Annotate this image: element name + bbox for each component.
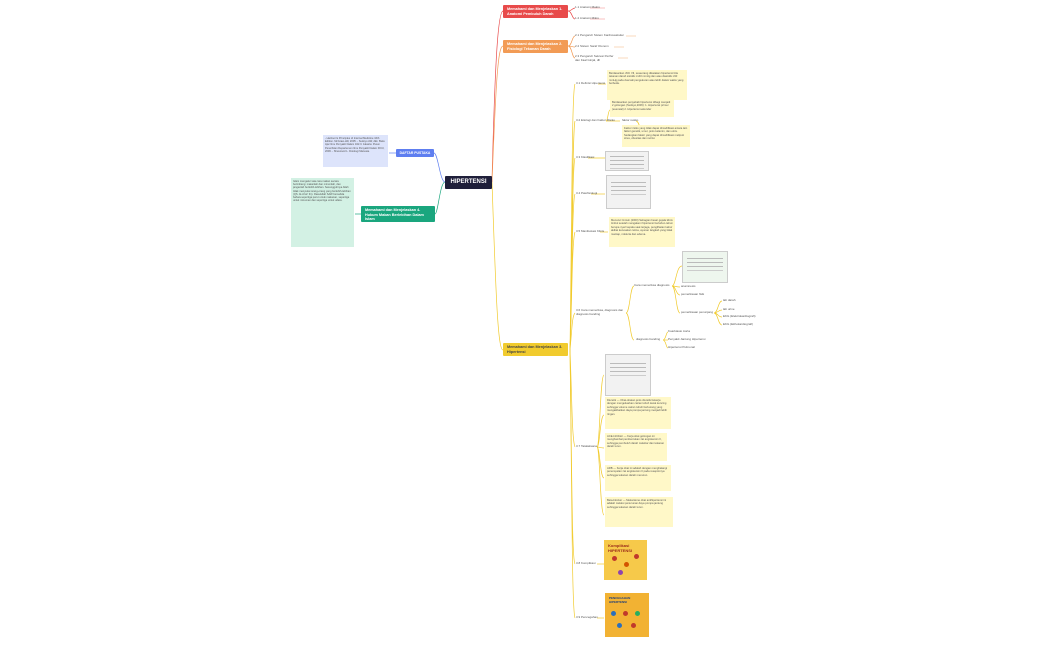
faktor-risiko-note: Faktor risiko yang tidak dapat dimodifik…: [622, 125, 690, 147]
fisiologi-kardiovaskular-node[interactable]: 2.1 Pengaruh Sistem Kardiovaskular: [575, 33, 624, 37]
tatalaksana-node[interactable]: 3.7 Tatalaksana: [576, 444, 597, 448]
lab-darah-node[interactable]: lab darah: [723, 298, 736, 302]
branch-hipertensi[interactable]: Memahami dan Menjelaskan 3. Hipertensi: [503, 343, 568, 356]
pencegahan-poster-image: PENCEGAHAN HIPERTENSI: [605, 593, 649, 637]
poster-icon: [634, 554, 639, 559]
anatomi-mikro-node[interactable]: 1.2 Anatomi Mikro: [575, 16, 600, 20]
manifestasi-node[interactable]: 3.5 Manifestasi Klinis: [576, 229, 605, 233]
daftar-pustaka-note: - Harrison's Principles of Internal Medi…: [323, 135, 388, 167]
diagnosis-node[interactable]: 3.6 Cara memeriksa, diagnosis dan diagno…: [576, 308, 624, 316]
beta-blocker-note: Beta-blocker — Mekanisme obat antihipert…: [605, 497, 673, 527]
definisi-node[interactable]: 3.1 Definisi Hipertensi: [576, 81, 606, 85]
definisi-note: Berdasarkan JNC VII, seseorang dikatakan…: [607, 70, 687, 100]
diuretik-note: Diuretik — Obat-obatan jenis diuretik be…: [605, 397, 671, 429]
arb-note: ARB — Kerja obat ini adalah dengan mengh…: [605, 465, 671, 491]
poster-icon: [635, 611, 640, 616]
diagnosis-flowchart-image: [682, 251, 728, 283]
jantung-hipertensi-node[interactable]: Penyakit Jantung Hipertensi: [668, 337, 706, 341]
branch-fisiologi[interactable]: Memahami dan Menjelaskan 2. Fisiologi Te…: [503, 40, 568, 53]
pencegahan-poster-title: PENCEGAHAN HIPERTENSI: [609, 596, 631, 604]
etiologi-node[interactable]: 3.2 Etiologi dan Faktor Risiko: [576, 118, 616, 122]
poster-icon: [617, 623, 622, 628]
ekg-node[interactable]: EKG (Elektrokardiografi): [723, 314, 756, 318]
central-topic[interactable]: HIPERTENSI: [445, 176, 492, 189]
koarktasio-node[interactable]: Koarktasio Aorta: [668, 329, 691, 333]
ekhokardiografi-node[interactable]: EKG (Ekhokardiografi): [723, 322, 754, 326]
klasifikasi-node[interactable]: 3.3 Klasifikasi: [576, 155, 595, 159]
patofisiologi-node[interactable]: 3.4 Patofisiologi: [576, 191, 598, 195]
lab-urine-node[interactable]: lab urine: [723, 307, 735, 311]
klasifikasi-table-image: [605, 151, 649, 171]
patofisiologi-diagram-image: [606, 175, 651, 209]
anatomi-makro-node[interactable]: 1.1 Anatomi Makro: [575, 5, 601, 9]
diagnosis-banding-node[interactable]: diagnosis banding: [636, 337, 661, 341]
poster-icon: [611, 611, 616, 616]
fisiologi-saraf-node[interactable]: 2.2 Sistem Saraf Otonom: [575, 44, 609, 48]
poster-icon: [618, 570, 623, 575]
branch-anatomi[interactable]: Memahami dan Menjelaskan 1. Anatomi Pemb…: [503, 5, 568, 18]
pencegahan-node[interactable]: 3.9 Pencegahan: [576, 615, 598, 619]
cara-memeriksa-node[interactable]: Cara memeriksa diagnosis: [634, 283, 670, 287]
pemeriksaan-fisik-node[interactable]: pemeriksaan fisik: [681, 292, 705, 296]
faktor-risiko-node[interactable]: faktor resiko: [622, 118, 639, 122]
poster-icon: [624, 562, 629, 567]
komplikasi-node[interactable]: 3.8 Komplikasi: [576, 561, 596, 565]
fisiologi-ginjal-node[interactable]: 2.3 Pengaruh Sekresi Perifer dan Faal Gi…: [575, 54, 614, 62]
branch-hukum-islam[interactable]: Memahami dan Menjelaskan 4. Hukum Makan …: [361, 206, 435, 222]
etiologi-note: Berdasarkan penyebab hipertensi dibagi m…: [610, 99, 674, 117]
anamnesis-node[interactable]: anamnesis: [681, 284, 696, 288]
poster-icon: [612, 556, 617, 561]
ace-inhibitor-note: ACE-Inhibitor — Kerja obat golongan ini …: [605, 433, 667, 461]
tatalaksana-algorithm-image: [605, 354, 651, 396]
daftar-pustaka-node[interactable]: DAFTAR PUSTAKA: [396, 149, 434, 157]
komplikasi-poster-image: Komplikasi HIPERTENSI: [604, 540, 647, 580]
hukum-islam-note: Islam mengatur tata cara makan secara be…: [291, 178, 354, 247]
pemeriksaan-penunjang-node[interactable]: pemeriksaan penunjang: [681, 310, 714, 314]
komplikasi-poster-title: Komplikasi HIPERTENSI: [608, 543, 633, 553]
hipertensi-pulmonal-node[interactable]: Hipertensi Pulmonal: [668, 345, 695, 349]
poster-icon: [623, 611, 628, 616]
poster-icon: [631, 623, 636, 628]
manifestasi-note: Menurut Crowin (2000) Sebagian besar gej…: [609, 217, 675, 247]
